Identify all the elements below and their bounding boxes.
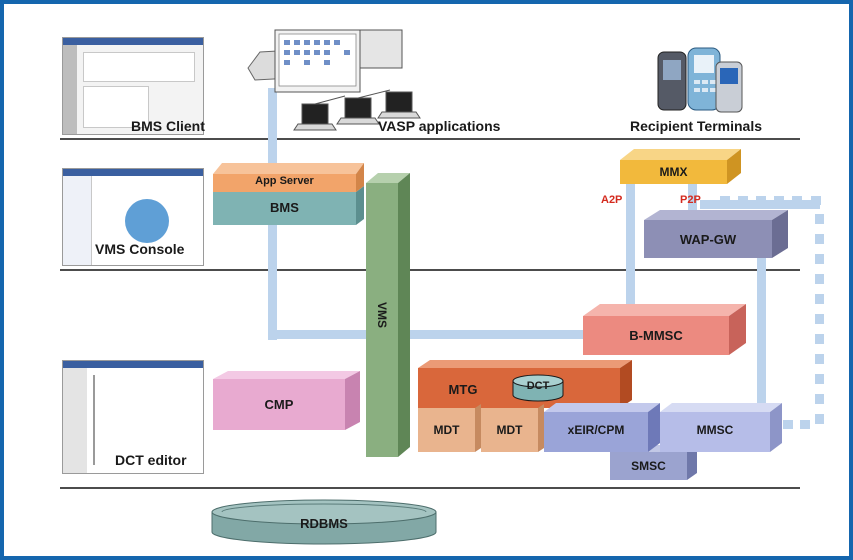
vms-bar: [366, 173, 410, 457]
mdt-box-1: [418, 404, 481, 452]
b-mmsc-label: B-MMSC: [629, 328, 683, 343]
mmsc-label: MMSC: [696, 423, 734, 437]
app-server-label: App Server: [255, 175, 314, 187]
networked-computers-icon: [247, 29, 421, 131]
bms-client-label: BMS Client: [131, 118, 205, 134]
bms-box: [213, 186, 364, 225]
mdt-box-2: [481, 404, 544, 452]
xeir-cpm-label: xEIR/CPM: [567, 423, 625, 437]
wap-gw-box: [644, 210, 788, 258]
vms-console-label: VMS Console: [95, 241, 185, 257]
mmsc-box: [660, 403, 782, 452]
dashed-connector: [720, 196, 824, 429]
rdbms-cylinder: [211, 499, 437, 545]
vms-console-screenshot: [62, 168, 204, 266]
mmx-box: [620, 149, 741, 184]
rdbms-label: RDBMS: [300, 516, 348, 531]
dct-editor-label: DCT editor: [115, 452, 187, 468]
bms-client-screenshot: [62, 37, 204, 135]
mdt-label-2: MDT: [496, 423, 523, 437]
vms-label: VMS: [375, 301, 389, 328]
b-mmsc-box: [583, 304, 746, 355]
dct-cylinder: [512, 374, 564, 402]
cmp-box: [213, 371, 360, 430]
p2p-label: P2P: [680, 194, 701, 206]
recipient-terminals-label: Recipient Terminals: [630, 118, 763, 134]
xeir-cpm-box: [544, 403, 660, 452]
mdt-label-1: MDT: [433, 423, 460, 437]
cmp-label: CMP: [264, 397, 294, 412]
a2p-label: A2P: [601, 194, 623, 206]
dct-editor-screenshot: [62, 360, 204, 474]
vasp-applications-label: VASP applications: [378, 118, 501, 134]
dct-label: DCT: [526, 380, 550, 392]
smsc-label: SMSC: [631, 459, 666, 473]
bms-label: BMS: [270, 200, 299, 215]
mmx-label: MMX: [659, 165, 688, 179]
mtg-label: MTG: [448, 382, 478, 397]
app-server-box: [213, 163, 364, 192]
mobile-phones-icon: [657, 47, 743, 113]
wap-gw-label: WAP-GW: [679, 232, 737, 247]
